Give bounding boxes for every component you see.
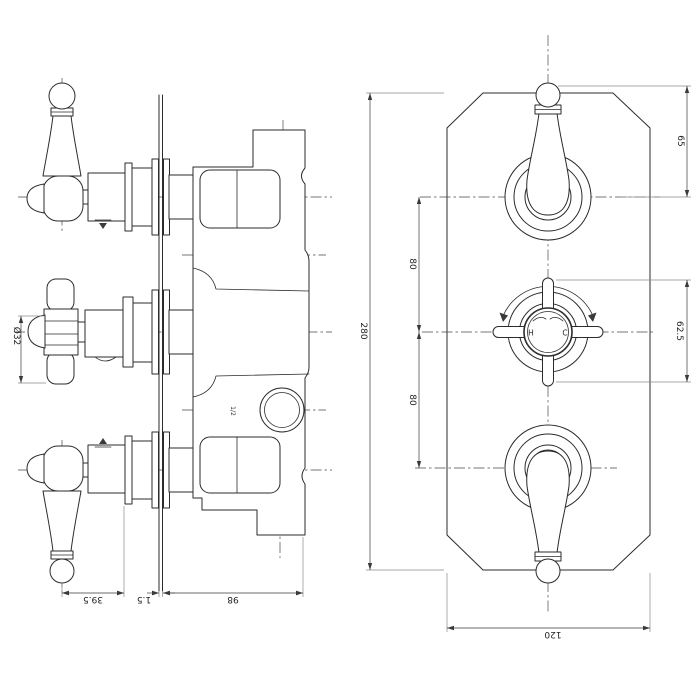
- flow-marker-icons: [94, 219, 112, 448]
- top-lever-handle-side: [26, 82, 84, 222]
- middle-cross-control-front: H C: [492, 277, 604, 387]
- top-cartridge: [82, 158, 159, 236]
- bottom-lever-handle-side: [26, 445, 84, 584]
- dim-upper-spacing: 80: [407, 258, 417, 270]
- lever-ball-top-front: [535, 82, 561, 108]
- lever-ball-top: [48, 82, 76, 110]
- bottom-cartridge: [82, 431, 159, 509]
- dim-overall-height: 280: [358, 322, 368, 339]
- lever-ball-bottom-front: [535, 558, 561, 584]
- cold-label: C: [562, 329, 567, 338]
- dim-hub-diameter: Ø32: [11, 327, 22, 346]
- side-view: 39.5 1.5 98 Ø32 1/2: [11, 78, 332, 604]
- wall-plate-edge: [158, 94, 163, 592]
- hot-label: H: [528, 329, 534, 338]
- dim-lower-spacing: 80: [407, 394, 417, 406]
- bottom-control-front: [504, 424, 592, 584]
- dim-top-handle-offset: 65: [675, 135, 685, 146]
- rotation-arrow-right-icon: [588, 312, 597, 322]
- bottom-lever-front: [526, 450, 570, 554]
- dim-cross-handle-span: 62.5: [674, 321, 684, 341]
- dim-overall-width: 120: [544, 629, 561, 639]
- valve-body: [192, 129, 310, 536]
- arrow-up-icon: [99, 438, 107, 444]
- dim-body-depth: 98: [227, 594, 239, 604]
- outlet-thread-label: 1/2: [229, 406, 236, 416]
- front-view-dimensions: 280 80 80 65 62.5: [358, 85, 691, 639]
- lower-cartridge-boss: [199, 436, 281, 494]
- dim-handle-to-plate: 39.5: [83, 594, 103, 604]
- outlet-port: [259, 387, 305, 433]
- top-lever-front: [526, 112, 570, 216]
- upper-cartridge-boss: [199, 169, 281, 229]
- rear-flanges: [163, 158, 194, 509]
- top-control-front: [504, 82, 592, 241]
- arrow-down-icon: [99, 223, 107, 229]
- side-view-dimensions: 39.5 1.5 98 Ø32 1/2: [11, 315, 304, 604]
- dim-plate-thickness: 1.5: [137, 594, 151, 604]
- cross-handle-side: [27, 278, 79, 385]
- rotation-arrow-left-icon: [499, 312, 508, 322]
- middle-cartridge: [77, 289, 159, 375]
- front-view: H C 280 8: [358, 35, 691, 639]
- lever-ball-bottom: [49, 558, 75, 584]
